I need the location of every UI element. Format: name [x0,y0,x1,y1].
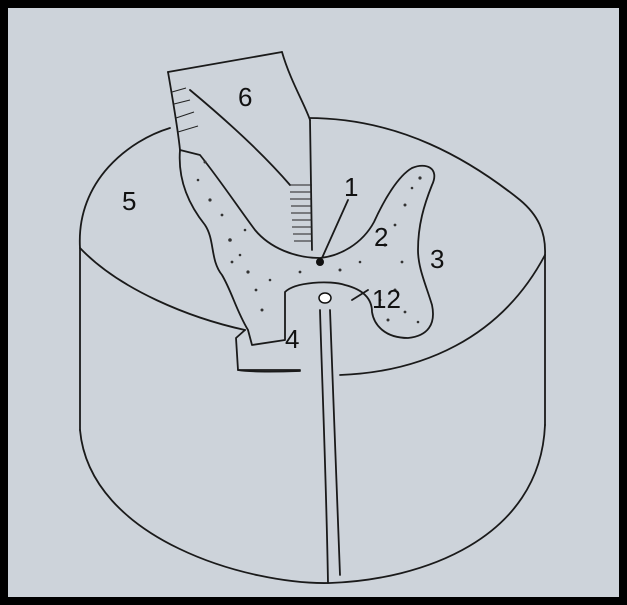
cylinder-body [80,118,545,583]
label-4: 4 [285,324,299,354]
anterior-commissure [319,293,331,303]
anterior-fissure [320,310,340,583]
label-3: 3 [430,244,444,274]
label-2: 2 [374,222,388,252]
label-5: 5 [122,186,136,216]
label-1: 1 [344,172,358,202]
central-canal [316,258,324,266]
label-12: 12 [372,284,401,314]
label-6: 6 [238,82,252,112]
leader-line-1 [322,200,348,258]
